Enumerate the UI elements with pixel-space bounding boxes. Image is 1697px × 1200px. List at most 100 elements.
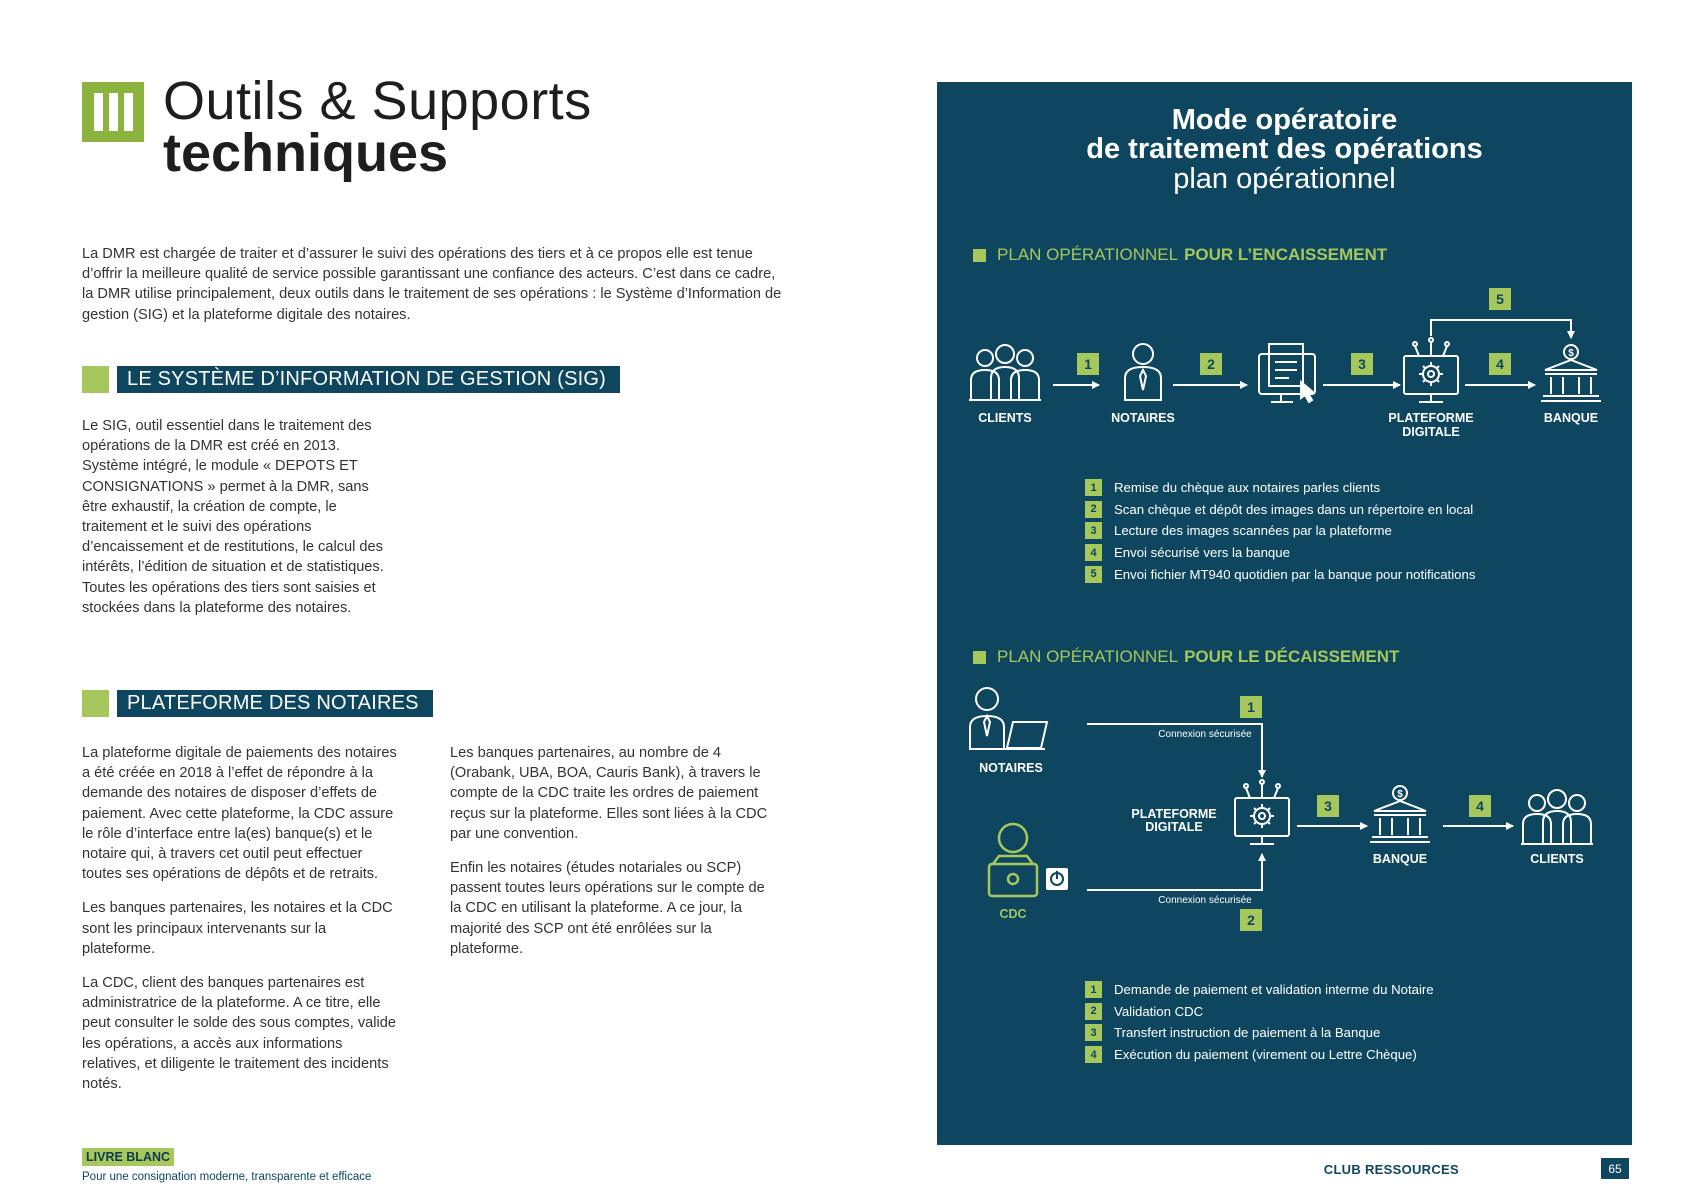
step-number-2: 2: [1207, 356, 1215, 372]
encaissement-title-light: PLAN OPÉRATIONNEL: [997, 245, 1179, 264]
legend-text: Remise du chèque aux notaires parles cli…: [1114, 480, 1381, 496]
step-number-3: 3: [1358, 356, 1366, 372]
sig-text: Le SIG, outil essentiel dans le traiteme…: [82, 418, 384, 616]
legend-item: 2 Validation CDC: [1085, 1001, 1434, 1023]
plateforme-col1-p1: La plateforme digitale de paiements des …: [82, 745, 397, 883]
legend-number: 2: [1085, 1002, 1102, 1020]
step-number-5: 5: [1496, 291, 1504, 307]
plateforme-col2-p1: Les banques partenaires, au nombre de 4 …: [450, 745, 768, 842]
legend-text: Lecture des images scannées par la plate…: [1114, 523, 1392, 539]
label-banque: BANQUE: [1544, 411, 1598, 425]
plateforme-col2-p2: Enfin les notaires (études notariales ou…: [450, 860, 765, 957]
step-number-4-decaissement: 4: [1476, 798, 1484, 814]
legend-number: 3: [1085, 522, 1102, 540]
label-plateforme-line-1: PLATEFORME: [1388, 411, 1473, 425]
label-banque-decaissement: BANQUE: [1373, 852, 1427, 866]
mode-operatoire-panel: Mode opératoire de traitement des opérat…: [937, 82, 1632, 1145]
step-badge-1: [1077, 353, 1099, 375]
sig-heading: LE SYSTÈME D’INFORMATION DE GESTION (SIG…: [117, 366, 620, 393]
legend-number: 5: [1085, 565, 1102, 583]
legend-number: 2: [1085, 500, 1102, 518]
numeral-stroke: [108, 93, 118, 131]
legend-text: Validation CDC: [1114, 1003, 1204, 1019]
label-plateforme-line-2: DIGITALE: [1402, 425, 1459, 439]
legend-number: 3: [1085, 1024, 1102, 1042]
encaissement-plan-title: PLAN OPÉRATIONNEL POUR L’ENCAISSEMENT: [973, 245, 1387, 265]
decaissement-flow: NOTAIRES Connexion sécurisée 1 PLATEFORM…: [969, 687, 1593, 931]
label-cdc: CDC: [999, 907, 1026, 921]
plateforme-column-2: Les banques partenaires, au nombre de 4 …: [450, 743, 780, 959]
page-title-bold: techniques: [163, 123, 449, 183]
svg-text:$: $: [1397, 789, 1403, 800]
step-number-1-decaissement: 1: [1247, 699, 1255, 715]
numeral-stroke: [123, 93, 133, 131]
encaissement-title-bold: POUR L’ENCAISSEMENT: [1184, 245, 1388, 264]
sig-paragraph: Le SIG, outil essentiel dans le traiteme…: [82, 416, 392, 618]
decaissement-legend: 1 Demande de paiement et validation inter…: [1085, 979, 1434, 1065]
legend-item: 3 Lecture des images scannées par la plat…: [1085, 520, 1475, 542]
clients-group-icon-decaissement: [1521, 789, 1593, 845]
cdc-person-icon: [987, 822, 1039, 898]
step-number-1: 1: [1084, 356, 1092, 372]
process-flow-diagrams: CLIENTS 1 NOTAIRES 2: [969, 288, 1601, 931]
bank-building-icon-decaissement: $: [1370, 785, 1430, 843]
plan-marker: [973, 248, 986, 262]
power-icon: [1046, 868, 1068, 890]
plateforme-heading: PLATEFORME DES NOTAIRES: [117, 690, 433, 717]
label-plateforme-decaissement-2: DIGITALE: [1145, 820, 1202, 834]
legend-item: 4 Exécution du paiement (virement ou Lett…: [1085, 1044, 1434, 1066]
legend-text: Exécution du paiement (virement ou Lettr…: [1114, 1047, 1417, 1063]
chapter-numeral-badge: [82, 82, 144, 142]
panel-title-line-3: plan opérationnel: [1173, 163, 1396, 195]
section-marker: [82, 690, 109, 717]
page-title-light: Outils & Supports: [163, 71, 592, 131]
step-badge-1-decaissement: [1240, 696, 1262, 718]
panel-title-line-2: de traitement des opérations: [1086, 133, 1483, 165]
decaissement-title-light: PLAN OPÉRATIONNEL: [997, 647, 1179, 666]
legend-text: Demande de paiement et validation interm…: [1114, 982, 1434, 998]
sig-section-header: LE SYSTÈME D’INFORMATION DE GESTION (SIG…: [82, 366, 620, 393]
label-notaires: NOTAIRES: [1111, 411, 1175, 425]
page-number: 65: [1601, 1158, 1629, 1179]
legend-number: 1: [1085, 981, 1102, 999]
footer-livre-blanc-badge: LIVRE BLANC: [82, 1148, 175, 1166]
connexion-securisee-top: Connexion sécurisée: [1158, 729, 1252, 740]
label-clients-decaissement: CLIENTS: [1530, 852, 1583, 866]
step-number-3-decaissement: 3: [1324, 798, 1332, 814]
plateforme-gear-monitor-icon: [1403, 337, 1459, 403]
legend-item: 3 Transfert instruction de paiement à la …: [1085, 1022, 1434, 1044]
legend-item: 1 Demande de paiement et validation inter…: [1085, 979, 1434, 1001]
footer-subtitle: Pour une consignation moderne, transpare…: [82, 1171, 372, 1183]
bank-building-icon: $: [1541, 344, 1601, 402]
intro-text: La DMR est chargée de traiter et d’assur…: [82, 246, 782, 323]
legend-text: Envoi fichier MT940 quotidien par la ban…: [1114, 566, 1476, 582]
label-plateforme-decaissement-1: PLATEFORME: [1131, 807, 1216, 821]
legend-text: Envoi sécurisé vers la banque: [1114, 545, 1290, 561]
legend-number: 4: [1085, 1046, 1102, 1064]
step-badge-2-decaissement: [1240, 909, 1262, 931]
footer-club-ressources: CLUB RESSOURCES: [1323, 1162, 1459, 1177]
panel-title-line-1: Mode opératoire: [1171, 104, 1398, 136]
legend-text: Transfert instruction de paiement à la B…: [1114, 1025, 1381, 1041]
encaissement-flow: CLIENTS 1 NOTAIRES 2: [969, 288, 1601, 439]
plateforme-col1-p2: Les banques partenaires, les notaires et…: [82, 900, 393, 957]
intro-paragraph: La DMR est chargée de traiter et d’assur…: [82, 244, 782, 325]
clients-group-icon: [969, 344, 1041, 401]
plateforme-gear-monitor-icon-decaissement: [1234, 779, 1290, 845]
arrow-step-2-decaissement: [1087, 853, 1266, 891]
notaire-person-icon: [1124, 343, 1162, 401]
step-badge-5: [1489, 288, 1511, 310]
step-badge-3: [1351, 353, 1373, 375]
arrow-step-5: [1430, 319, 1575, 339]
notaire-laptop-icon: [969, 687, 1049, 750]
legend-number: 4: [1085, 544, 1102, 562]
step-number-4: 4: [1496, 356, 1504, 372]
label-clients: CLIENTS: [978, 411, 1031, 425]
connexion-securisee-bottom: Connexion sécurisée: [1158, 895, 1252, 906]
label-notaires-decaissement: NOTAIRES: [979, 761, 1043, 775]
svg-text:$: $: [1568, 348, 1574, 359]
step-number-2-decaissement: 2: [1247, 912, 1255, 928]
step-badge-4-decaissement: [1469, 795, 1491, 817]
